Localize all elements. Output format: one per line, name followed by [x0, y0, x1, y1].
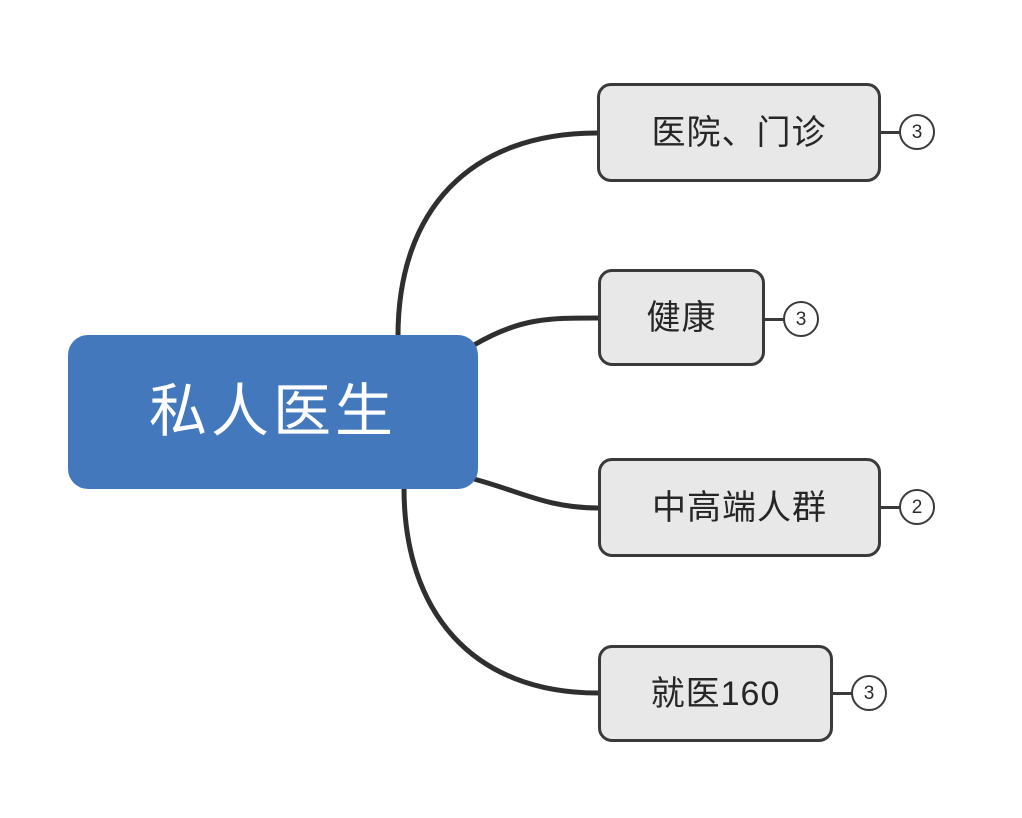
branch-node-3[interactable]: 中高端人群 [598, 458, 881, 557]
count-badge-2[interactable]: 3 [783, 301, 819, 337]
root-node[interactable]: 私人医生 [68, 335, 478, 489]
count-badge-4[interactable]: 3 [851, 675, 887, 711]
count-badge-label-2: 3 [795, 308, 807, 330]
branch-node-label-3: 中高端人群 [652, 488, 827, 527]
badge-stub-3 [880, 506, 900, 509]
count-badge-label-3: 2 [911, 496, 923, 518]
branch-node-2[interactable]: 健康 [598, 269, 765, 366]
count-badge-3[interactable]: 2 [899, 489, 935, 525]
branch-node-label-2: 健康 [646, 298, 717, 337]
branch-node-label-4: 就医160 [650, 674, 781, 713]
count-badge-label-4: 3 [863, 682, 875, 704]
badge-stub-4 [832, 692, 852, 695]
branch-node-label-1: 医院、门诊 [651, 113, 827, 152]
branch-node-4[interactable]: 就医160 [598, 645, 833, 742]
count-badge-label-1: 3 [911, 121, 923, 143]
connector-root-to-branch-3 [471, 476, 601, 511]
branch-node-1[interactable]: 医院、门诊 [597, 83, 881, 182]
connector-root-to-branch-1 [395, 130, 600, 339]
count-badge-1[interactable]: 3 [899, 114, 935, 150]
connector-root-to-branch-2 [471, 315, 601, 348]
root-node-label: 私人医生 [148, 379, 397, 444]
badge-stub-1 [880, 131, 900, 134]
badge-stub-2 [764, 318, 784, 321]
connector-root-to-branch-4 [401, 485, 601, 696]
